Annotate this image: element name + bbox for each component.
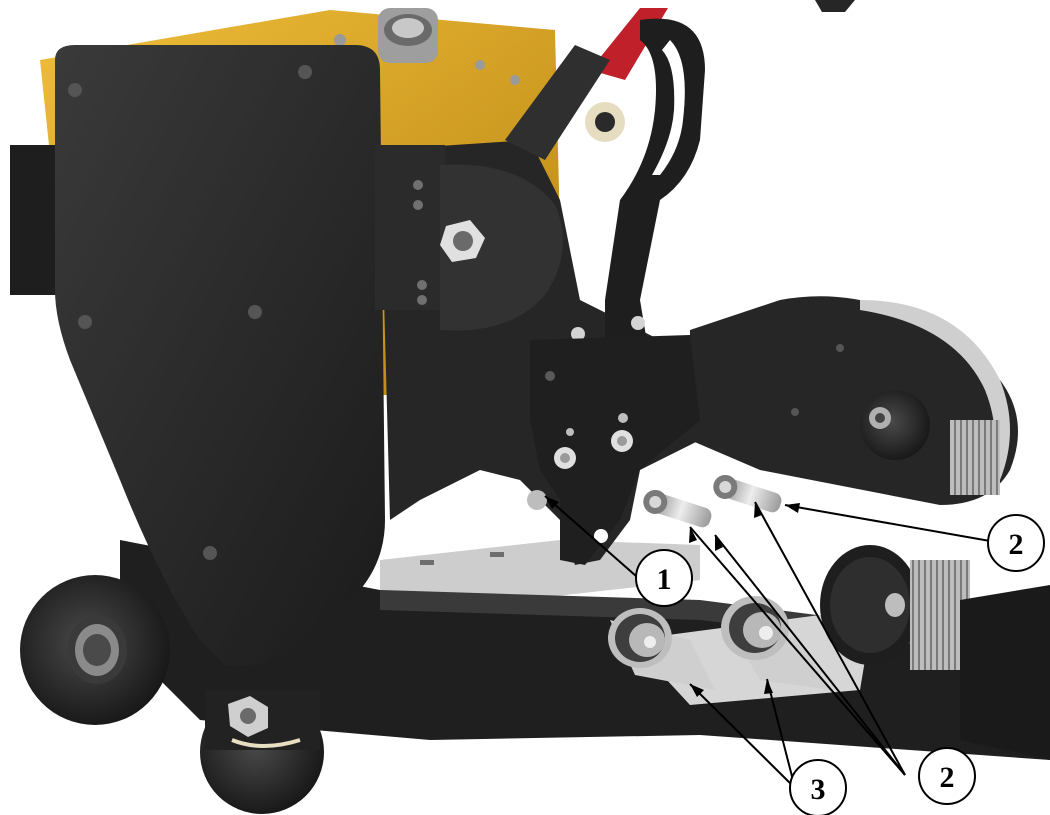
lower-arm-top (380, 590, 1050, 660)
callout-2-upper-label: 2 (1009, 528, 1024, 561)
pin (643, 489, 712, 528)
roller (608, 608, 715, 690)
drum-assembly (690, 296, 1018, 505)
roller (721, 596, 830, 690)
callout-arrowheads (545, 496, 800, 697)
callout-lines (544, 495, 991, 789)
wheel (200, 690, 324, 814)
pin (713, 474, 782, 513)
callout-3-label: 3 (811, 773, 826, 806)
side-cover (55, 45, 385, 666)
handle-bracket (505, 18, 705, 367)
wheel (20, 575, 170, 725)
rollers (608, 596, 830, 690)
top-tab (815, 0, 855, 12)
callout-2-lower-label: 2 (940, 761, 955, 794)
pins (527, 474, 782, 528)
wheels (20, 575, 324, 814)
clamp-block (375, 145, 563, 331)
lower-bracket (530, 335, 700, 565)
callout-3: 3 (789, 759, 847, 815)
callout-1-label: 1 (657, 563, 672, 596)
callout-2-upper: 2 (987, 514, 1045, 572)
pin (527, 490, 547, 510)
callout-2-lower: 2 (918, 747, 976, 805)
callout-1: 1 (635, 549, 693, 607)
front-drum (820, 545, 1050, 760)
